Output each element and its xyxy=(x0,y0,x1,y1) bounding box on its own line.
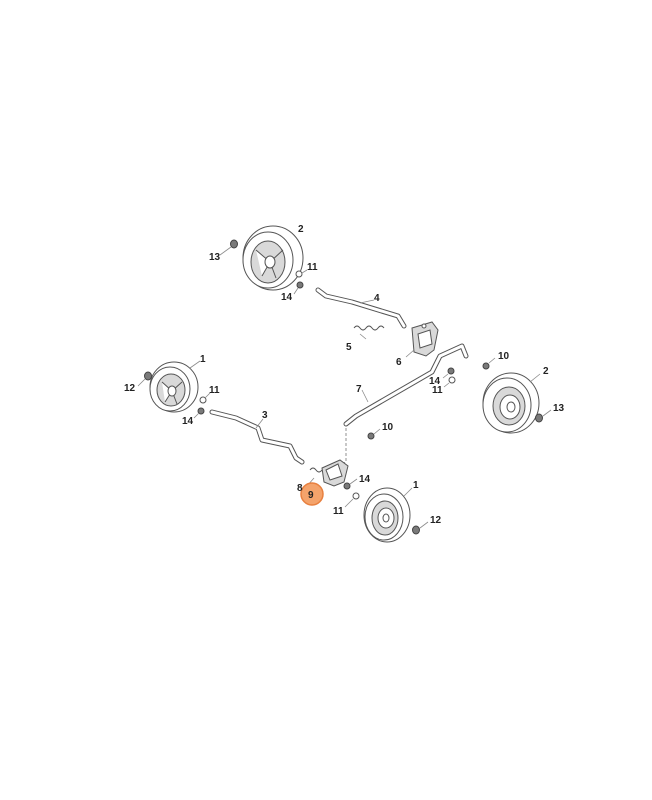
bolt-14-bottom[interactable] xyxy=(343,482,351,490)
washer-11-bottom[interactable] xyxy=(352,492,360,500)
callout-8[interactable]: 8 xyxy=(297,483,303,494)
callout-11-right[interactable]: 11 xyxy=(432,385,443,396)
bolt-10-right[interactable] xyxy=(482,362,490,370)
callout-11-top[interactable]: 11 xyxy=(307,262,318,273)
callout-10-middle[interactable]: 10 xyxy=(382,422,394,433)
nut-13-top[interactable] xyxy=(230,239,238,249)
callout-14-bottom[interactable]: 14 xyxy=(359,474,371,485)
axle-rod-3[interactable] xyxy=(209,409,305,465)
callout-1-left[interactable]: 1 xyxy=(200,354,206,365)
washer-11-top[interactable] xyxy=(295,270,303,278)
callout-12-bottom[interactable]: 12 xyxy=(430,515,442,526)
callout-12-left[interactable]: 12 xyxy=(124,383,136,394)
height-bracket-6[interactable] xyxy=(411,321,439,357)
callout-7[interactable]: 7 xyxy=(356,384,362,395)
nut-13-right[interactable] xyxy=(535,413,543,423)
wheel-front-left[interactable] xyxy=(149,361,199,413)
callout-9[interactable]: 9 xyxy=(308,490,314,501)
callout-11-left[interactable]: 11 xyxy=(209,385,220,396)
callout-13-top[interactable]: 13 xyxy=(209,252,221,263)
wheel-front-right[interactable] xyxy=(363,487,411,543)
nut-12-bottom[interactable] xyxy=(412,525,420,535)
callout-3[interactable]: 3 xyxy=(262,410,268,421)
axle-rod-4[interactable] xyxy=(315,287,407,329)
callout-14-top[interactable]: 14 xyxy=(281,292,293,303)
callout-11-bottom[interactable]: 11 xyxy=(333,506,344,517)
callout-labels: 13 2 11 14 4 5 6 1 12 11 14 3 7 10 14 11… xyxy=(124,224,565,526)
callout-2-right[interactable]: 2 xyxy=(543,366,549,377)
callout-5[interactable]: 5 xyxy=(346,342,352,353)
callout-10-right[interactable]: 10 xyxy=(498,351,510,362)
washer-11-left[interactable] xyxy=(199,396,207,404)
bolt-14-left[interactable] xyxy=(197,407,205,415)
spring-5[interactable] xyxy=(353,325,385,340)
callout-13-right[interactable]: 13 xyxy=(553,403,565,414)
callout-14-right[interactable]: 14 xyxy=(429,376,441,387)
bolt-14-right[interactable] xyxy=(447,367,455,375)
callout-14-left[interactable]: 14 xyxy=(182,416,194,427)
callout-4[interactable]: 4 xyxy=(374,293,380,304)
washer-11-right[interactable] xyxy=(448,376,456,384)
callout-2-top[interactable]: 2 xyxy=(298,224,304,235)
callout-1-bottom[interactable]: 1 xyxy=(413,480,419,491)
bolt-10-middle[interactable] xyxy=(367,432,375,440)
highlight-marker-9[interactable] xyxy=(300,482,324,506)
bolt-14-top[interactable] xyxy=(296,281,304,289)
callout-6[interactable]: 6 xyxy=(396,357,402,368)
height-bracket-8[interactable] xyxy=(309,459,349,487)
wheel-rear-right[interactable] xyxy=(482,372,540,434)
nut-12-left[interactable] xyxy=(144,371,152,381)
connecting-rod-7[interactable] xyxy=(343,343,469,427)
wheel-rear-left[interactable] xyxy=(242,225,304,291)
